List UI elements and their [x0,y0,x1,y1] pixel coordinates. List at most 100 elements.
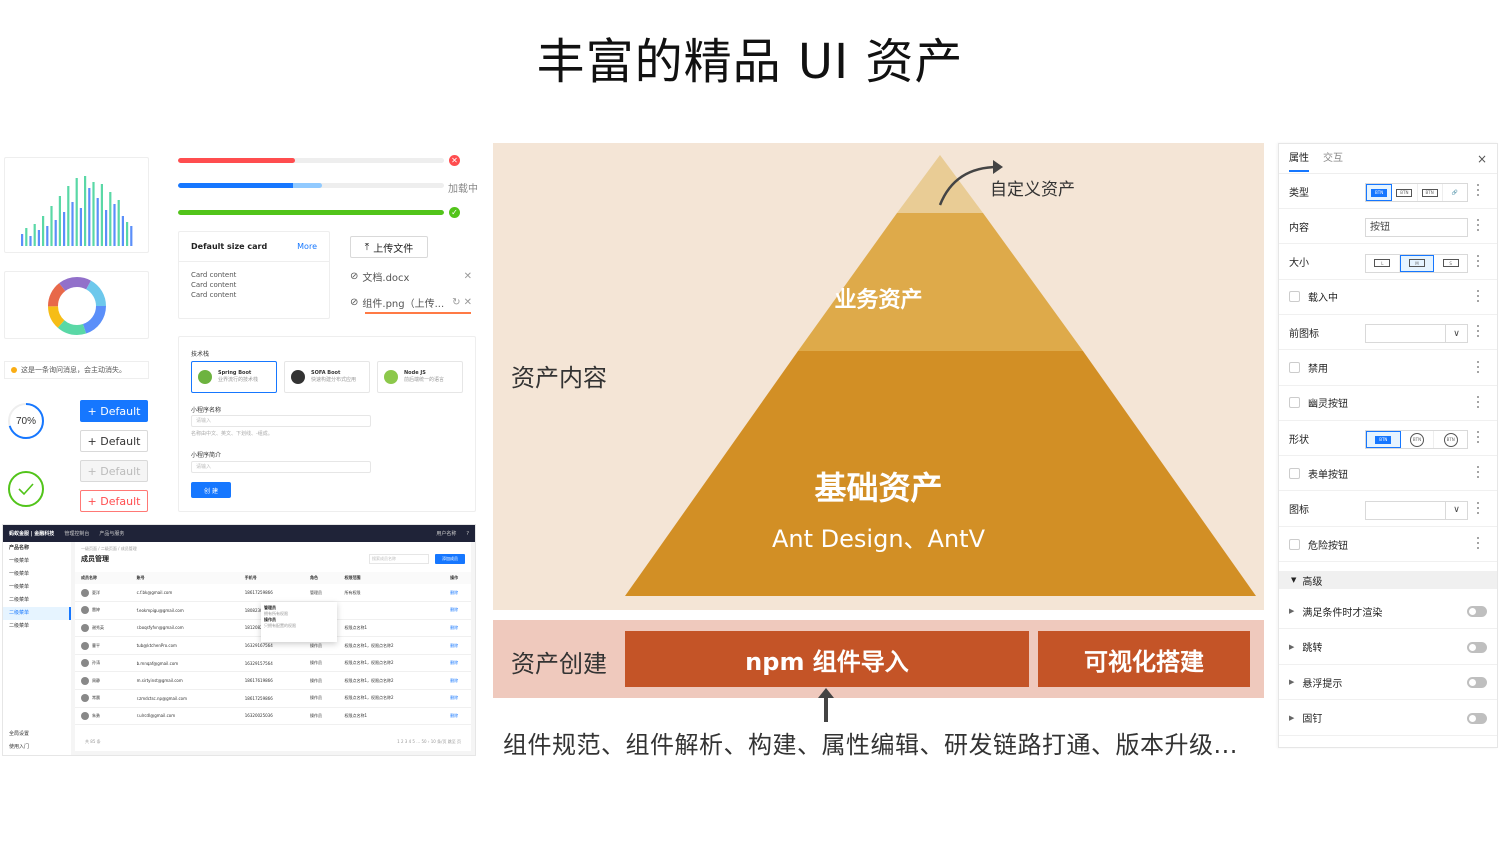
delete-link[interactable]: 删除 [450,589,459,595]
table-cell: b.mnqaf@gmail.com [130,654,239,673]
segment-option[interactable]: BTN [1366,431,1401,449]
more-icon[interactable] [1476,537,1479,549]
table-cell[interactable]: 删除 [444,619,471,638]
upload-button[interactable]: ⤒ 上传文件 [350,236,428,258]
intro-input[interactable]: 请输入 [191,461,371,473]
segment-option[interactable]: BTN [1366,184,1393,201]
side-item[interactable]: 一级菜单 [9,571,30,577]
more-icon[interactable] [1476,289,1479,302]
segment-option[interactable]: BTN [1401,431,1435,449]
checkbox[interactable] [1289,397,1300,409]
table-cell[interactable]: 删除 [444,601,471,620]
content-input[interactable]: 按钮 [1365,218,1468,238]
more-icon[interactable] [1476,184,1479,196]
more-icon[interactable] [1476,466,1479,479]
side-item-active[interactable]: 二级菜单 [3,607,71,620]
card-more-link[interactable]: More [297,242,317,251]
upload-file-item[interactable]: ⊘ 文档.docx ✕ [350,269,472,284]
table-cell[interactable]: 删除 [444,707,471,726]
more-icon[interactable] [1476,325,1479,338]
side-item[interactable]: 一级菜单 [9,584,30,590]
checkbox[interactable] [1289,538,1300,550]
member-search-input[interactable]: 搜索成员名称 [369,554,429,564]
link-icon[interactable]: 🔗 [1451,189,1458,196]
table-cell[interactable]: 删除 [444,671,471,691]
toggle-switch[interactable] [1467,712,1487,724]
delete-link[interactable]: 删除 [450,624,459,630]
table-cell[interactable]: 删除 [444,636,471,655]
add-member-button[interactable]: 添加成员 [435,554,465,564]
remove-icon[interactable]: ↻ ✕ [452,297,472,308]
more-icon[interactable] [1476,254,1479,267]
tab-properties[interactable]: 属性 [1289,144,1309,174]
role-dropdown[interactable]: 管理员 拥有所有权限 操作员 只拥有配置的权限 [261,602,337,642]
side-item[interactable]: 二级菜单 [9,597,30,603]
create-submit-button[interactable]: 创 建 [191,482,231,498]
side-bottom-item[interactable]: 使用入门 [9,744,30,750]
checkbox[interactable] [1289,291,1300,303]
more-icon[interactable] [1476,219,1479,232]
admin-nav-item[interactable]: 管理控制台 [64,531,90,537]
delete-link[interactable]: 删除 [450,642,459,648]
cell-text: 16329157564 [244,660,273,666]
caret-right-icon[interactable]: ▶ [1289,713,1295,722]
page-list[interactable]: 1 2 3 4 5 … 50 › 10 条/页 跳至 页 [397,739,461,744]
segment-option[interactable]: M [1399,254,1435,272]
name-input[interactable]: 请输入 [191,415,371,427]
danger-button[interactable]: + Default [80,490,148,512]
more-icon[interactable] [1476,431,1479,444]
role-option[interactable]: 管理员 [264,605,276,610]
table-cell[interactable]: 删除 [444,654,471,673]
checkbox[interactable] [1289,362,1300,373]
table-cell[interactable]: 删除 [444,584,471,603]
icon-select[interactable]: ∨ [1365,324,1468,344]
primary-button[interactable]: + Default [80,400,148,422]
pagination[interactable]: 共 85 条 1 2 3 4 5 … 50 › 10 条/页 跳至 页 [85,739,461,745]
role-option[interactable]: 操作员 [264,617,276,622]
default-button[interactable]: + Default [80,430,148,452]
side-bottom-item[interactable]: 全局设置 [9,731,30,737]
delete-link[interactable]: 删除 [450,712,459,718]
segment-option[interactable]: BTN [1418,184,1443,201]
admin-nav-item[interactable]: 产品与服务 [99,531,125,537]
side-item[interactable]: 一级菜单 [9,558,30,564]
segment-option[interactable]: S [1434,255,1467,272]
close-icon[interactable]: × [1476,152,1487,166]
more-icon[interactable] [1476,501,1479,514]
delete-link[interactable]: 删除 [450,607,459,613]
delete-link[interactable]: 删除 [450,677,459,683]
icon-select[interactable]: ∨ [1365,500,1468,520]
checkbox[interactable] [1289,467,1300,479]
toggle-switch[interactable] [1467,677,1487,688]
toggle-switch[interactable] [1467,606,1487,617]
remove-icon[interactable]: ✕ [463,271,472,282]
admin-user[interactable]: 用户名称 [436,531,457,537]
upload-file-item[interactable]: ⊘ 组件.png（上传... ↻ ✕ [350,295,472,310]
segment-option[interactable]: L [1366,254,1400,272]
more-icon[interactable] [1476,395,1479,408]
caret-right-icon[interactable]: ▶ [1289,642,1295,651]
delete-link[interactable]: 删除 [450,660,459,666]
toggle-switch[interactable] [1467,641,1487,653]
more-icon[interactable] [1476,360,1479,373]
help-icon[interactable]: ? [466,530,469,537]
tab-interaction[interactable]: 交互 [1323,152,1343,164]
table-cell[interactable]: 删除 [444,689,471,708]
side-item[interactable]: 二级菜单 [9,623,30,629]
caret-right-icon[interactable]: ▶ [1289,678,1295,686]
intro-label: 小程序简介 [191,452,222,459]
advanced-section-header[interactable]: ▼ 高级 [1279,571,1497,589]
segment-option[interactable]: BTN [1434,431,1467,448]
caret-right-icon[interactable]: ▶ [1289,607,1295,615]
button-preview-icon: BTN [1375,435,1392,444]
segment-option[interactable]: BTN [1392,184,1418,201]
delete-link[interactable]: 删除 [450,695,459,701]
